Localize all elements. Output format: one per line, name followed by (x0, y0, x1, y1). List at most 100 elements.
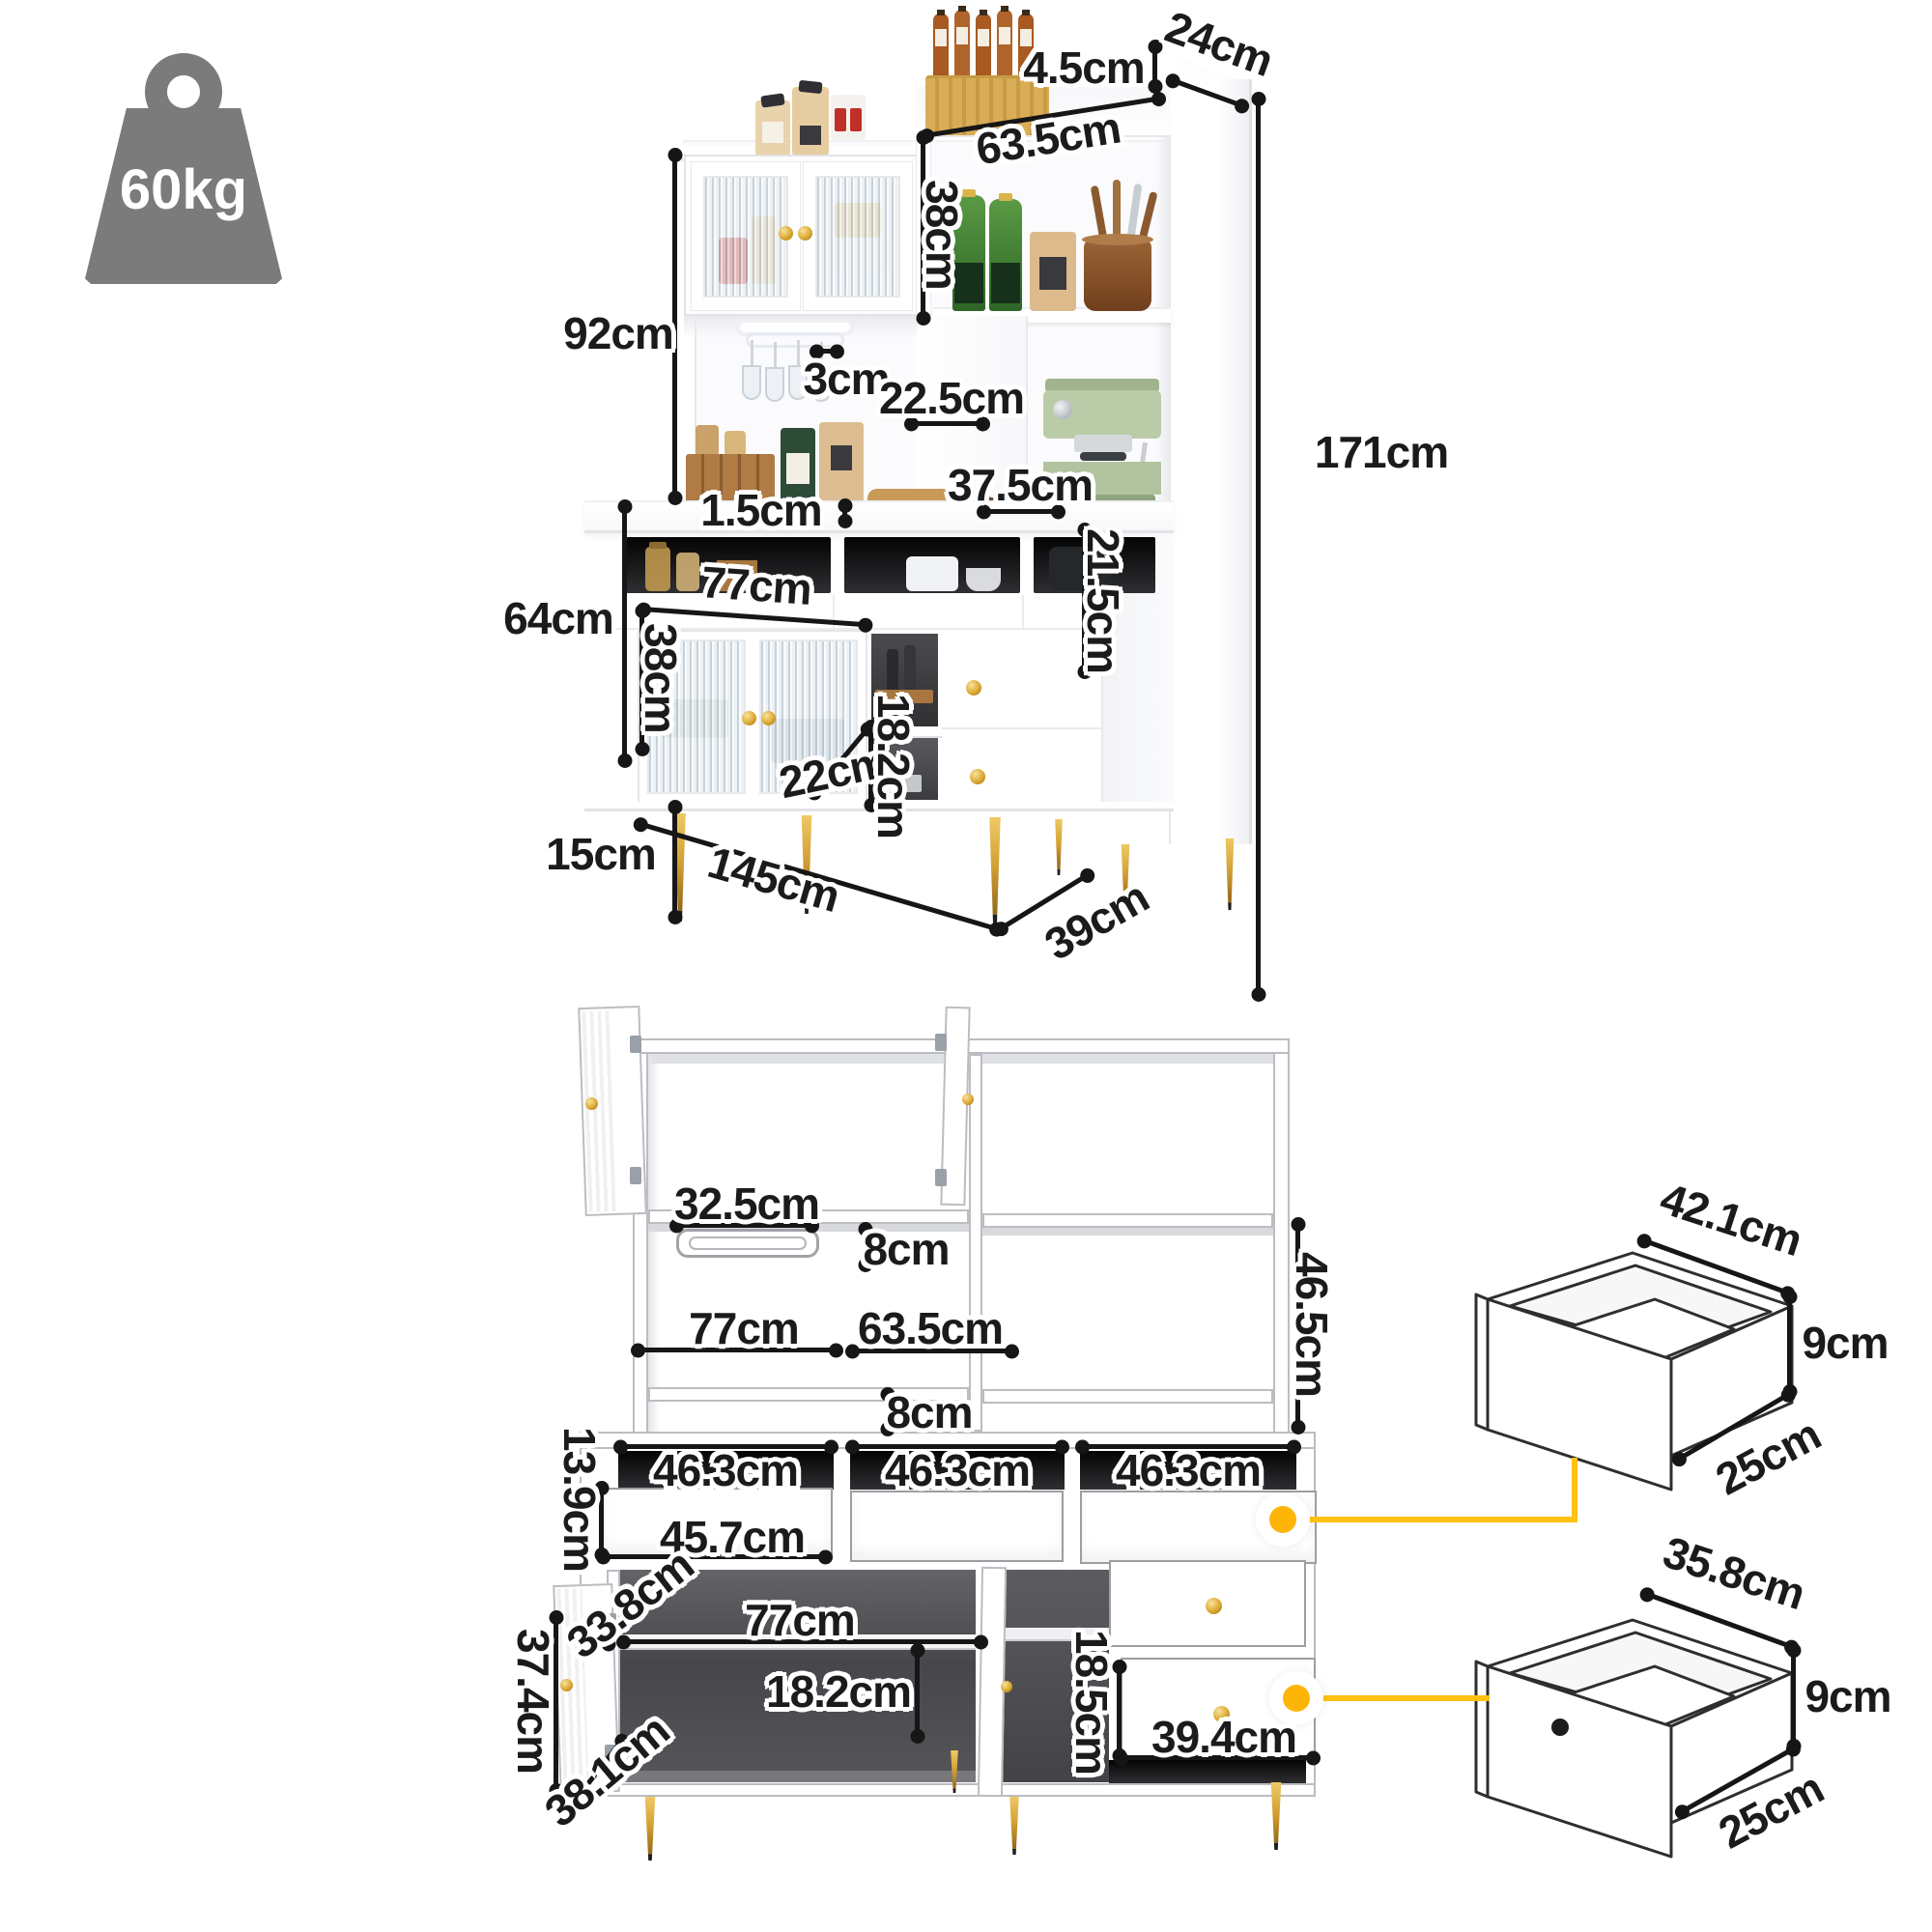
wood-organizer (686, 454, 775, 508)
lower-fluted-glass-right (759, 639, 858, 794)
dim-lower-width: 77cm (745, 1595, 856, 1645)
wine-glass-2 (765, 342, 784, 404)
open-lower-floor (618, 1771, 976, 1782)
dimline-top-lip (1152, 44, 1157, 89)
beer-bottle-2 (989, 193, 1022, 311)
cabinet-open-view: 32.5cm 8cm 77cm 63.5cm 46.5cm 8cm 46.3cm… (0, 995, 1932, 1932)
open-right-drawer-slot (1109, 1760, 1306, 1783)
drawer-front-edge (1474, 1660, 1490, 1799)
open-upper-door-left-hinge-top (630, 1036, 641, 1053)
cubby-kettle (1049, 547, 1111, 591)
lower-glass-doors (638, 630, 867, 804)
dim-total-width: 145cm (702, 836, 845, 923)
dim-cubby1: 46.3cm (652, 1445, 799, 1495)
drawer-front-edge (1474, 1293, 1490, 1432)
open-drawer-2 (850, 1491, 1064, 1562)
crate-bottle-4 (997, 6, 1012, 79)
back-leg-1 (1055, 819, 1063, 875)
front-leg-left (674, 813, 686, 922)
connector-dot-lower (1283, 1685, 1310, 1712)
dimline-right-height (1295, 1222, 1300, 1430)
utensil-crock (1082, 234, 1153, 311)
glass-content-plates (827, 242, 891, 270)
crate-bottle-5 (1018, 10, 1034, 79)
dim-cubby2: 46.3cm (884, 1445, 1031, 1495)
dimline-right-width (850, 1349, 1014, 1353)
dim-upper-drawer-height: 9cm (1802, 1318, 1889, 1368)
open-right-drawer-top-knob (1206, 1598, 1222, 1614)
dim-column-width: 22.5cm (878, 373, 1025, 423)
dimline-lower-width (621, 1639, 983, 1644)
weight-icon: 60kg (77, 48, 290, 285)
drawer-detail-lower-drawing (1474, 1618, 1794, 1859)
shelf-bottle-2 (904, 645, 916, 692)
open-leg-2 (1009, 1797, 1019, 1855)
dimline-shelf-gap (885, 1392, 890, 1432)
base-drawer-knob-1 (966, 680, 981, 696)
open-mid-compartment (1003, 1570, 1109, 1782)
dim-hutch-height: 92cm (563, 308, 674, 358)
lower-door-knob-right (761, 711, 776, 725)
dimline-rack-gap (814, 349, 839, 354)
dimline-lower-height (554, 1615, 558, 1793)
cubby-wood-box (717, 560, 757, 591)
coffee-bag-top-2 (792, 79, 829, 155)
cup-top (831, 95, 866, 141)
open-wine-rack (676, 1229, 819, 1258)
dimline-cubby3 (1080, 1444, 1296, 1449)
open-upper-door-middle-hinge-top (935, 1034, 947, 1051)
open-shelf-board (867, 726, 942, 738)
column-leg-front (1121, 844, 1130, 908)
dimline-shelf-height (868, 724, 873, 808)
dim-rack-clearance: 8cm (863, 1224, 950, 1274)
dim-base-height: 64cm (503, 593, 614, 643)
dim-lower-drawer-height: 9cm (1804, 1671, 1891, 1721)
dim-right-drawer-height: 18.5cm (1066, 1629, 1117, 1776)
front-leg-right (989, 817, 1001, 925)
dimline-lower-drawer-height (1791, 1648, 1796, 1748)
dimline-niche-width (981, 509, 1061, 514)
open-right-drawer-bottom-knob (1213, 1706, 1230, 1722)
open-leg-back (951, 1750, 958, 1793)
open-upper-door-left-hinge-bottom (630, 1167, 641, 1184)
open-lower-door-left-knob (560, 1679, 573, 1691)
dim-rack-gap: 3cm (803, 354, 890, 404)
dim-rack-width: 32.5cm (673, 1179, 820, 1229)
coffee-bag-green (781, 428, 815, 509)
cubby-jar-2 (676, 553, 699, 591)
dimline-drawer-height (599, 1486, 604, 1557)
dim-cubby-height: 21.5cm (1078, 527, 1128, 674)
crate-bottle-2 (954, 6, 970, 79)
open-leg-1 (644, 1797, 656, 1861)
weight-capacity-label: 60kg (119, 158, 248, 221)
base-right-drawers (942, 630, 1101, 804)
dimline-column-width (909, 421, 985, 426)
dim-drawer-width: 45.7cm (659, 1512, 806, 1562)
upper-glass-door-left (691, 161, 801, 311)
dim-lower-shelf-height: 18.2cm (765, 1666, 912, 1717)
open-upper-door-middle-knob (962, 1094, 974, 1105)
coffee-bag-kraft (819, 422, 864, 509)
connector-line-upper-vertical (1572, 1458, 1577, 1520)
open-cubby-2 (850, 1451, 1065, 1490)
fluted-glass-left (703, 176, 788, 298)
front-leg-mid (801, 815, 812, 914)
connector-line-upper-horizontal (1297, 1517, 1577, 1522)
dim-door-height: 38cm (636, 623, 686, 733)
open-lower-door-middle-knob (1001, 1681, 1012, 1692)
open-lower-door-hinge-top (605, 1613, 616, 1631)
open-bottom-board (580, 1783, 1316, 1797)
organizer-jar-1 (696, 425, 719, 456)
crate-bottle-3 (976, 10, 991, 79)
wine-glass-1 (742, 340, 761, 402)
fluted-glass-right (815, 176, 900, 298)
dimline-lower-shelf-height (915, 1648, 920, 1739)
dimline-base-height (622, 504, 627, 763)
dimline-right-drawer-width (1119, 1755, 1316, 1760)
open-leg-3 (1270, 1782, 1282, 1850)
open-lowshelf-right (982, 1389, 1273, 1404)
coffee-machine-dial (1053, 400, 1072, 419)
connector-line-lower (1310, 1695, 1490, 1701)
base-bottom-edge (584, 802, 1174, 811)
cubby-pot (906, 556, 958, 591)
